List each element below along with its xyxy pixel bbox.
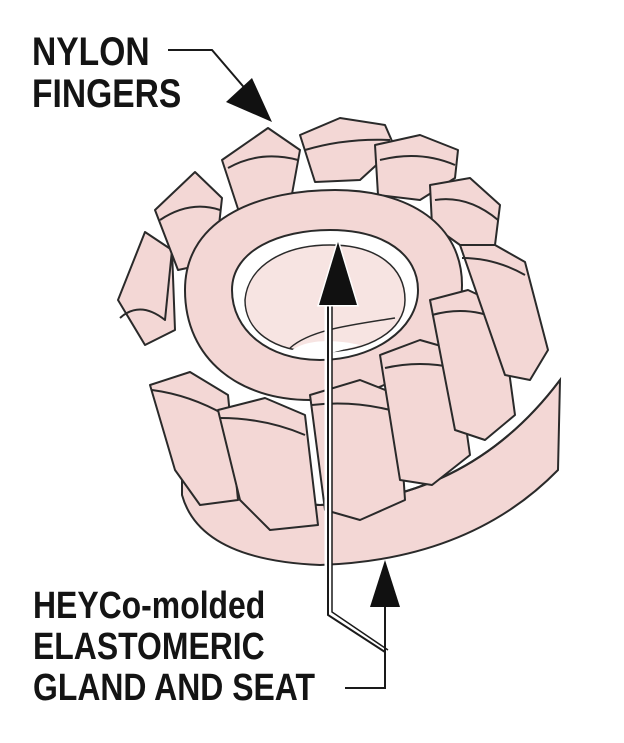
top-ring <box>183 188 464 402</box>
label-fingers: FINGERS <box>32 72 182 116</box>
label-heyco-molded: HEYCo-molded <box>33 585 266 627</box>
label-elastomeric: ELASTOMERIC <box>33 626 265 668</box>
bore-arrowhead <box>316 236 360 307</box>
front-fingers <box>149 244 549 531</box>
label-nylon: NYLON <box>32 30 150 74</box>
label-gland-and-seat: GLAND AND SEAT <box>33 667 315 709</box>
fingers-arrowhead <box>226 78 272 122</box>
seat-arrowhead <box>370 560 400 607</box>
fingers-leader <box>168 49 272 122</box>
gland-leader <box>316 236 400 689</box>
